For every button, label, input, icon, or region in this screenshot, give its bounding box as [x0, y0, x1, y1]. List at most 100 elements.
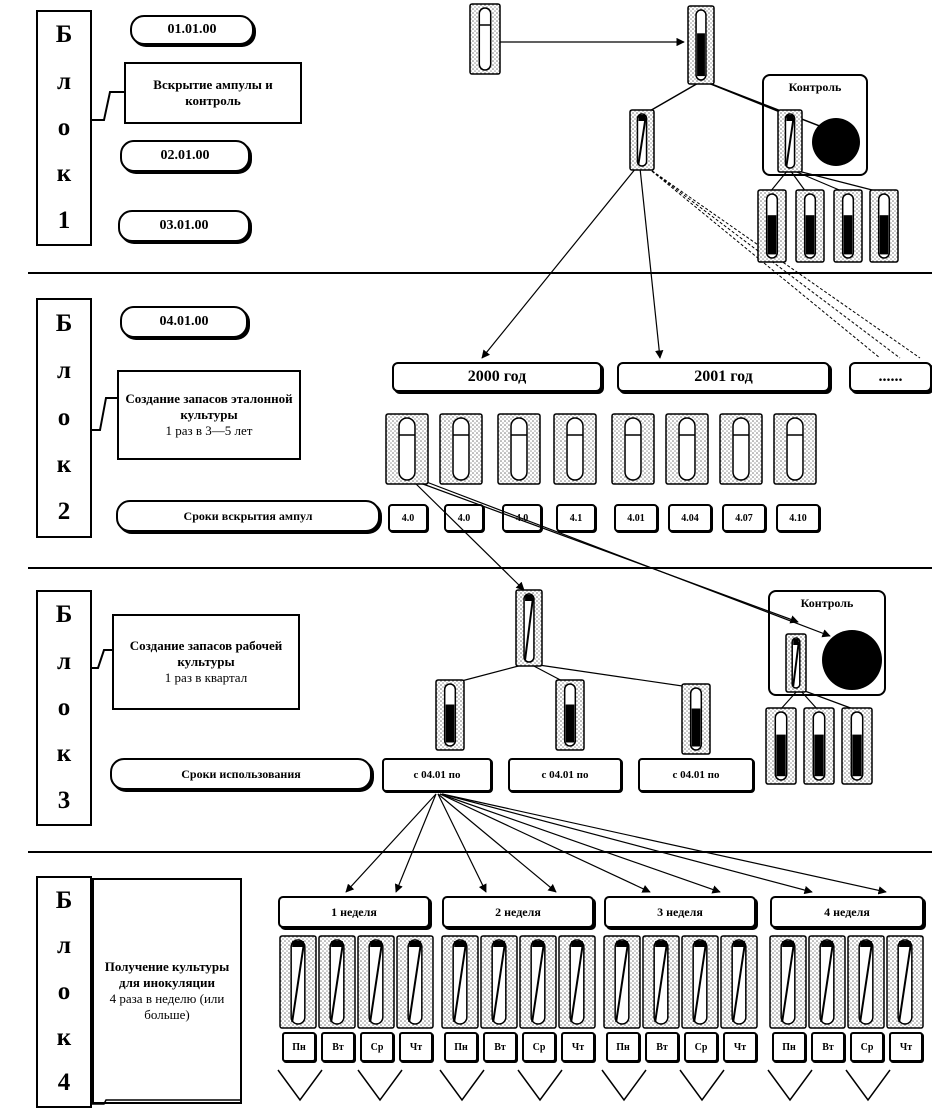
date-cell: 4.10 — [776, 504, 820, 532]
day-box: Пн — [282, 1032, 316, 1062]
branch-connector — [767, 1069, 813, 1102]
day-box: Пн — [444, 1032, 478, 1062]
arrow — [411, 479, 525, 591]
block-number: 2 — [57, 498, 71, 526]
ampoule-icon — [757, 189, 787, 263]
arrow — [411, 479, 799, 624]
date-cell: 4.07 — [722, 504, 766, 532]
arrow — [529, 663, 569, 685]
ampoule-icon — [720, 935, 758, 1029]
ampoule-icon — [439, 413, 483, 485]
block-letter: к — [56, 740, 72, 768]
branch-connector — [517, 1069, 563, 1102]
date-cell: 4.0 — [502, 504, 542, 532]
block-letter: о — [57, 977, 71, 1005]
arrow — [639, 167, 664, 359]
block-letter: Б — [55, 886, 73, 914]
ampoule-icon — [558, 935, 596, 1029]
date-cell: 4.01 — [614, 504, 658, 532]
arrow — [394, 793, 437, 893]
block-letter: о — [57, 113, 71, 141]
description-normal: 1 раз в квартал — [164, 670, 248, 686]
description-bold: Создание запасов эталонной культуры — [125, 390, 293, 422]
ampoule-icon — [833, 189, 863, 263]
control-title: Контроль — [788, 80, 842, 94]
ampoule-icon — [773, 413, 817, 485]
arrow — [647, 167, 921, 359]
block-letter: к — [56, 1023, 72, 1051]
arrow — [481, 167, 637, 359]
block-2-description: Создание запасов эталонной культуры 1 ра… — [117, 370, 301, 460]
block-letter: л — [56, 647, 72, 675]
day-box: Вт — [321, 1032, 355, 1062]
ampoule-icon — [318, 935, 356, 1029]
day-box: Чт — [561, 1032, 595, 1062]
ampoule-icon — [441, 935, 479, 1029]
block-letter: л — [56, 67, 72, 95]
block-letter: л — [56, 356, 72, 384]
ampoule-icon — [480, 935, 518, 1029]
ampoule-icon — [642, 935, 680, 1029]
description-normal: 4 раза в неделю (или больше) — [109, 991, 225, 1023]
branch-connector — [679, 1069, 725, 1102]
ampoule-icon — [765, 707, 797, 785]
block-2-label: Б л о к 2 — [36, 298, 92, 538]
arrow — [439, 793, 651, 893]
block-letter: Б — [55, 21, 73, 49]
ampoule-icon — [611, 413, 655, 485]
year-box: 2000 год — [392, 362, 602, 392]
description-text: Вскрытие ампулы и контроль — [153, 76, 273, 108]
ampoule-icon — [515, 589, 543, 667]
day-box: Ср — [522, 1032, 556, 1062]
arrow — [647, 81, 701, 113]
ampoule-icon — [665, 413, 709, 485]
block-number: 4 — [57, 1069, 71, 1097]
ampoule-icon — [681, 683, 711, 755]
control-box: Контроль — [768, 590, 886, 696]
day-box: Чт — [889, 1032, 923, 1062]
arrow — [441, 793, 887, 895]
ampoule-icon — [497, 413, 541, 485]
block-letter: л — [56, 932, 72, 960]
branch-connector — [357, 1069, 403, 1102]
branch-connector — [845, 1069, 891, 1102]
bracket-connector — [92, 649, 112, 669]
block-1-label: Б л о к 1 — [36, 10, 92, 246]
block-divider-1 — [28, 272, 932, 274]
day-box: Пн — [772, 1032, 806, 1062]
branch-connector — [439, 1069, 485, 1102]
ampoule-icon — [847, 935, 885, 1029]
ampoule-icon — [435, 679, 465, 751]
block-number: 1 — [57, 206, 71, 234]
block-1-description: Вскрытие ампулы и контроль — [124, 62, 302, 124]
date-pill: 04.01.00 — [120, 306, 248, 338]
date-pill: 03.01.00 — [118, 210, 250, 242]
block-divider-2 — [28, 567, 932, 569]
week-box: 2 неделя — [442, 896, 594, 928]
ampoule-icon — [553, 413, 597, 485]
block-letter: к — [56, 451, 72, 479]
branch-connector — [601, 1069, 647, 1102]
block-letter: Б — [55, 601, 73, 629]
block-letter: Б — [55, 309, 73, 337]
ampoule-icon — [719, 413, 763, 485]
day-box: Вт — [645, 1032, 679, 1062]
ampoule-icon — [603, 935, 641, 1029]
ampoule-icon — [629, 109, 655, 171]
ampoule-icon — [385, 413, 429, 485]
ampoule-icon — [769, 935, 807, 1029]
arrow — [531, 663, 697, 689]
arrow — [439, 793, 721, 894]
date-pill: 01.01.00 — [130, 15, 254, 45]
arrow — [647, 167, 881, 359]
day-box: Ср — [360, 1032, 394, 1062]
arrow — [437, 793, 487, 893]
year-box: 2001 год — [617, 362, 830, 392]
ampoule-icon — [396, 935, 434, 1029]
period-cell: с 04.01 по — [638, 758, 754, 792]
bracket-connector — [92, 397, 117, 431]
ampoule-icon — [469, 3, 501, 75]
date-cell: 4.04 — [668, 504, 712, 532]
day-box: Пн — [606, 1032, 640, 1062]
arrow — [345, 793, 437, 893]
